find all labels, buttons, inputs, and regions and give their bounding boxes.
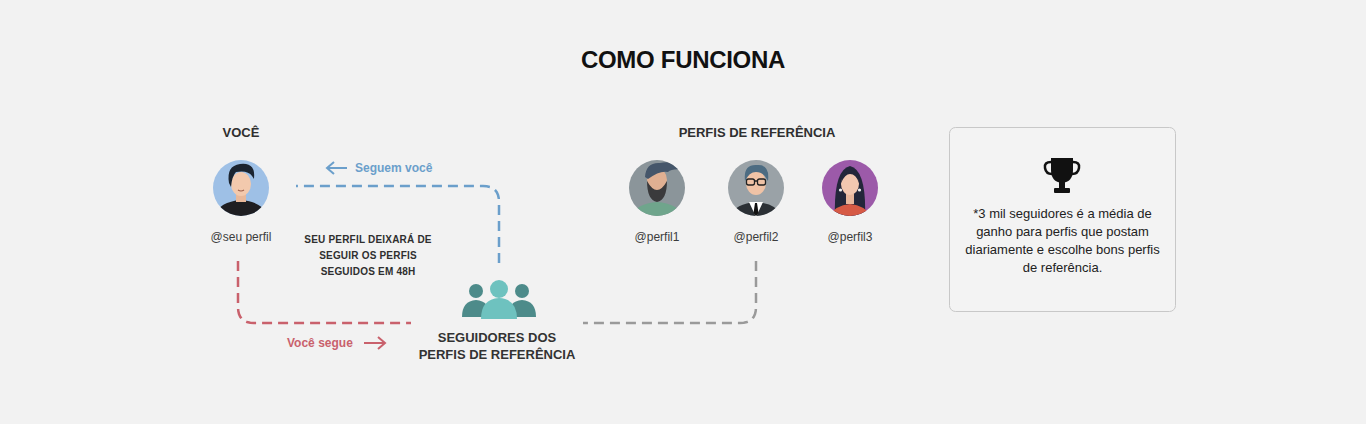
icon-slot bbox=[497, 281, 498, 319]
avatar-profile-3-part-part bbox=[839, 188, 842, 191]
avatar-profile-2-part-part bbox=[747, 179, 755, 185]
trophy-icon-part bbox=[1045, 162, 1052, 174]
direction-arrow-blue-part bbox=[328, 167, 347, 169]
trophy-icon-part bbox=[1054, 188, 1070, 193]
followers-group-icon-part bbox=[481, 298, 517, 319]
avatar-profile-2 bbox=[728, 160, 784, 222]
avatar-profile-2-part-part bbox=[755, 180, 758, 181]
node-text: @perfil2 bbox=[734, 229, 779, 245]
avatar-profile-3-part bbox=[826, 166, 874, 224]
icon-slot bbox=[850, 160, 851, 216]
icon-slot bbox=[241, 160, 242, 216]
followers-group-icon-part bbox=[490, 280, 508, 298]
avatar-you-part-part bbox=[231, 172, 251, 196]
note-text: SEU PERFIL DEIXARÁ DE SEGUIR OS PERFIS S… bbox=[304, 232, 432, 280]
diagram-title: COMO FUNCIONA bbox=[383, 45, 983, 75]
avatar-you-part-part bbox=[228, 164, 254, 187]
direction-arrow-red bbox=[364, 337, 385, 349]
node-text: @perfil3 bbox=[828, 229, 873, 245]
avatar-profile-1-part-part bbox=[647, 181, 667, 202]
note-box-outline-part bbox=[950, 128, 1176, 312]
avatar-profile-2-part-part bbox=[754, 203, 759, 216]
profile-node: @perfil1 bbox=[617, 160, 697, 245]
profile-node: @perfil3 bbox=[810, 160, 890, 245]
avatar-you bbox=[213, 160, 269, 222]
direction-arrow-red-part bbox=[378, 337, 385, 349]
node-text: @seu perfil bbox=[211, 229, 272, 245]
node-heading: VOCÊ bbox=[223, 124, 260, 142]
direction-arrow-red-part bbox=[364, 342, 384, 344]
trophy-icon-part bbox=[1051, 158, 1073, 183]
avatar-profile-1-part bbox=[629, 162, 686, 222]
avatar-profile-1-part-part bbox=[645, 162, 686, 179]
trophy-icon-part bbox=[1059, 182, 1065, 188]
icon-slot bbox=[756, 160, 757, 216]
note-box: *3 mil seguidores é a média de ganho par… bbox=[949, 127, 1176, 297]
followers-group-icon-part bbox=[469, 284, 483, 298]
profile-node: @perfil2 bbox=[716, 160, 796, 245]
followers-group-icon bbox=[462, 280, 536, 319]
trophy-icon-part bbox=[1072, 162, 1079, 174]
avatar-profile-3-part-part bbox=[826, 204, 874, 224]
avatar-profile-2-part bbox=[728, 165, 784, 222]
direction-arrow-blue bbox=[327, 162, 347, 174]
avatar-profile-1-part-part bbox=[629, 202, 685, 222]
avatar-you-part-part bbox=[213, 200, 269, 222]
direction-arrow-blue-part bbox=[327, 162, 334, 174]
avatar-profile-3-part-part bbox=[846, 194, 854, 204]
avatar-you-part bbox=[213, 164, 269, 222]
avatar-profile-2-part-part bbox=[728, 202, 784, 222]
dashed-connector bbox=[583, 261, 756, 323]
avatar-profile-2-part-part bbox=[749, 202, 763, 217]
avatar-profile-2-part bbox=[728, 160, 784, 216]
note-box-outline bbox=[950, 128, 1176, 312]
connector-label: Você segue bbox=[285, 335, 355, 351]
node-text: *3 mil seguidores é a média de ganho par… bbox=[963, 205, 1162, 277]
avatar-profile-2-part-part bbox=[758, 179, 766, 185]
followers-group-icon-part bbox=[515, 284, 529, 298]
icon-slot bbox=[657, 160, 658, 216]
node-text: @perfil1 bbox=[635, 229, 680, 245]
avatar-profile-3-part-part bbox=[858, 188, 861, 191]
icon-slot bbox=[1062, 155, 1063, 193]
connector-label: Seguem você bbox=[353, 160, 434, 176]
group-heading: PERFIS DE REFERÊNCIA bbox=[657, 124, 857, 142]
trophy-icon bbox=[1045, 158, 1079, 193]
avatar-profile-3-part-part bbox=[841, 168, 859, 183]
node-text: SEGUIDORES DOS PERFIS DE REFERÊNCIA bbox=[415, 329, 579, 363]
avatar-you-part-part bbox=[238, 190, 244, 191]
profile-node: VOCÊ @seu perfil bbox=[196, 124, 286, 245]
avatar-profile-1 bbox=[629, 160, 686, 222]
followers-node: SEGUIDORES DOS PERFIS DE REFERÊNCIA bbox=[415, 281, 579, 363]
avatar-profile-3 bbox=[822, 160, 878, 224]
